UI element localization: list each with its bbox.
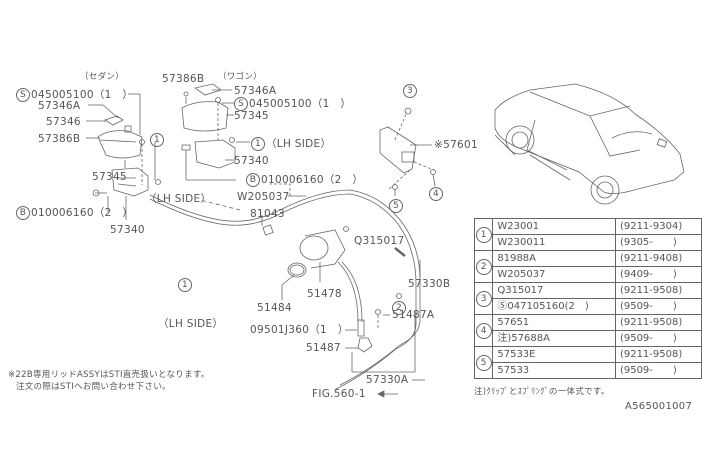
circled-number-icon: 2 <box>475 258 492 275</box>
lh-side-ref-label: 1（LH SIDE） <box>251 137 331 151</box>
part-number-cell[interactable]: 57651 <box>492 314 616 331</box>
date-range-cell: (9305- ) <box>614 234 702 251</box>
wagon-label: （ワゴン） <box>218 72 263 82</box>
s-circle-icon: S <box>16 88 30 102</box>
ref-marker-1: 1 <box>150 133 165 147</box>
table-row: W230011(9305- ) <box>475 234 702 251</box>
part-label-57340-sedan[interactable]: 57340 <box>110 224 145 236</box>
circled-number-icon: 1 <box>475 226 492 243</box>
part-label-57340-wagon[interactable]: 57340 <box>234 155 269 167</box>
leader-lines-right <box>212 89 250 161</box>
part-label-W205037[interactable]: W205037 <box>237 191 290 203</box>
part-label-51487A[interactable]: 51487A <box>392 309 435 321</box>
circled-number-icon: 4 <box>475 322 492 339</box>
part-label-57345-sedan[interactable]: 57345 <box>92 171 127 183</box>
fuel-lid-parts <box>262 224 406 353</box>
part-label-81043[interactable]: 81043 <box>250 208 285 220</box>
ref-number-cell: 1 <box>473 218 494 251</box>
part-label-57346-sedan[interactable]: 57346 <box>46 116 81 128</box>
part-number-cell[interactable]: 注)57688A <box>492 330 616 347</box>
drawing-id: A565001007 <box>625 401 693 412</box>
part-number-cell[interactable]: Q315017 <box>492 282 616 299</box>
release-cable <box>149 183 421 390</box>
part-number-cell[interactable]: Ⓢ047105160(2 ) <box>492 298 616 315</box>
ref-number-cell: 3 <box>473 282 494 315</box>
sedan-label: （セダン） <box>80 72 125 82</box>
part-label-Q315017[interactable]: Q315017 <box>354 235 405 247</box>
lh-side-label-3: （LH SIDE） <box>158 318 224 330</box>
part-label-57386B-wagon[interactable]: 57386B <box>162 73 205 85</box>
part-label-57330B[interactable]: 57330B <box>408 278 451 290</box>
ref-number-cell: 5 <box>473 346 494 379</box>
s-circle-icon: S <box>234 97 248 111</box>
part-number-cell[interactable]: W23001 <box>492 218 616 235</box>
part-label-51478[interactable]: 51478 <box>307 288 342 300</box>
note-line-2: 注文の際はSTIへお問い合わせ下さい。 <box>16 382 171 392</box>
part-label-51484[interactable]: 51484 <box>257 302 292 314</box>
lid-bracket-57601 <box>379 107 436 196</box>
part-label-57346A-wagon[interactable]: 57346A <box>234 85 277 97</box>
part-number-cell[interactable]: W230011 <box>492 234 616 251</box>
date-range-cell: (9509- ) <box>614 298 702 315</box>
b-circle-icon: B <box>246 173 260 187</box>
ref-marker-5: 5 <box>389 199 404 213</box>
ref-marker-1: 1 <box>178 278 193 292</box>
part-label-57601[interactable]: ※57601 <box>434 139 478 151</box>
table-row: Ⓢ047105160(2 )(9509- ) <box>475 298 702 315</box>
ref-marker-4: 4 <box>429 187 444 201</box>
ref-number-cell: 4 <box>473 314 494 347</box>
part-label-51487[interactable]: 51487 <box>306 342 341 354</box>
date-range-cell: (9509- ) <box>614 362 702 379</box>
wagon-lid-assembly <box>181 83 236 181</box>
ref-marker-2: 2 <box>392 301 407 315</box>
part-label-57345-wagon[interactable]: 57345 <box>234 110 269 122</box>
circled-number-icon: 3 <box>475 290 492 307</box>
date-range-cell: (9211-9508) <box>614 314 702 331</box>
part-number-cell[interactable]: 81988A <box>492 250 616 267</box>
part-number-cell[interactable]: W205037 <box>492 266 616 283</box>
sedan-lid-assembly <box>92 115 161 197</box>
circled-number-icon: 5 <box>475 354 492 371</box>
table-row: 57533(9509- ) <box>475 362 702 379</box>
ref-marker-3: 3 <box>403 84 418 98</box>
part-label-09501J360[interactable]: 09501J360（1 ） <box>250 324 349 336</box>
date-range-cell: (9211-9508) <box>614 282 702 299</box>
date-range-cell: (9509- ) <box>614 330 702 347</box>
table-row: W205037(9409- ) <box>475 266 702 283</box>
date-range-cell: (9211-9304) <box>614 218 702 235</box>
part-label-57346A-sedan[interactable]: 57346A <box>38 100 81 112</box>
leader-lines-center <box>261 195 425 398</box>
date-range-cell: (9409- ) <box>614 266 702 283</box>
part-label-57330A[interactable]: 57330A <box>366 374 409 386</box>
car-illustration <box>494 83 685 205</box>
figure-reference-link[interactable]: FIG.560-1 <box>312 388 366 400</box>
part-label-57386B-sedan[interactable]: 57386B <box>38 133 81 145</box>
part-number-cell[interactable]: 57533 <box>492 362 616 379</box>
b-circle-icon: B <box>16 206 30 220</box>
lh-side-label: （LH SIDE） <box>146 193 212 205</box>
table-row: 注)57688A(9509- ) <box>475 330 702 347</box>
part-number-cell[interactable]: 57533E <box>492 346 616 363</box>
ref-number-cell: 2 <box>473 250 494 283</box>
table-note: 注)ｸﾘｯﾌﾟとｽﾌﾟﾘﾝｸﾞの一体式です。 <box>474 387 610 397</box>
leader-lines-left <box>86 93 156 220</box>
date-range-cell: (9211-9508) <box>614 346 702 363</box>
note-line-1: ※22B専用リッドASSYはSTI直売扱いとなります。 <box>8 370 210 380</box>
date-range-cell: (9211-9408) <box>614 250 702 267</box>
